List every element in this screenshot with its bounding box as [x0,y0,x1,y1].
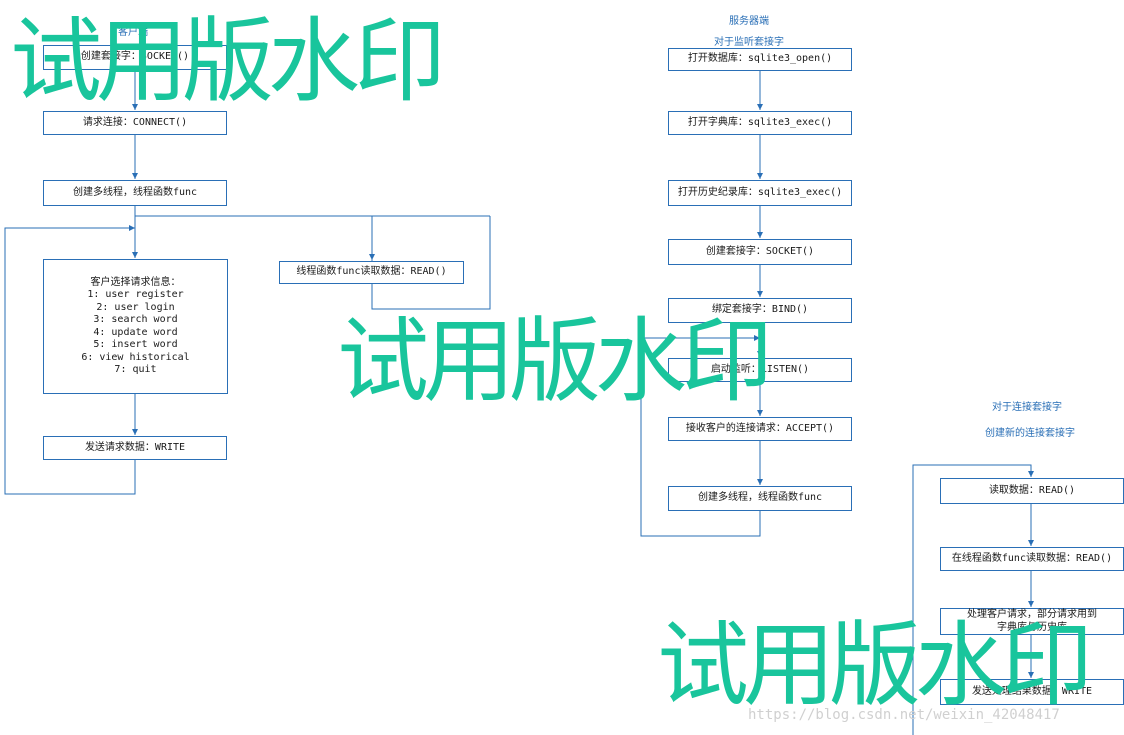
conn-subtitle: 创建新的连接套接字 [985,428,1075,439]
server-dict-box: 打开字典库：sqlite3_exec() [668,111,852,135]
edge-server-loop [640,335,761,537]
client-thread-box: 创建多线程，线程函数func [43,180,227,206]
server-subtitle: 对于监听套接字 [714,37,784,48]
conn-write-box: 发送处理结果数据：WRITE [940,679,1124,705]
server-open-box: 打开数据库：sqlite3_open() [668,48,852,71]
client-connect-box: 请求连接：CONNECT() [43,111,227,135]
server-thread-box: 创建多线程，线程函数func [668,486,852,511]
edge-client-loop-left [4,225,136,495]
server-socket-box: 创建套接字：SOCKET() [668,239,852,265]
conn-title: 对于连接套接字 [992,402,1062,413]
conn-read-box: 读取数据：READ() [940,478,1124,504]
server-bind-box: 绑定套接字：BIND() [668,298,852,323]
server-history-box: 打开历史纪录库：sqlite3_exec() [668,180,852,206]
client-title: 客户端 [118,27,148,38]
conn-thread-read-box: 在线程函数func读取数据：READ() [940,547,1124,571]
server-listen-box: 启动监听：LISTEN() [668,358,852,382]
watermark-bottom-right: 试用版水印 [657,612,1093,719]
client-menu-box: 客户选择请求信息： 1: user register 2: user login… [43,259,228,394]
source-url-watermark: https://blog.csdn.net/weixin_42048417 [748,707,1060,723]
edge-conn-loop [912,464,1034,735]
client-thread-read-box: 线程函数func读取数据：READ() [279,261,464,284]
watermark-center: 试用版水印 [337,308,773,415]
client-socket-box: 创建套接字：SOCKET() [43,45,227,70]
watermark-top-left: 试用版水印 [10,8,446,115]
server-accept-box: 接收客户的连接请求：ACCEPT() [668,417,852,441]
conn-process-box: 处理客户请求，部分请求用到 字典库与历史库 [940,608,1124,635]
server-title: 服务器端 [729,16,769,27]
client-write-box: 发送请求数据：WRITE [43,436,227,460]
